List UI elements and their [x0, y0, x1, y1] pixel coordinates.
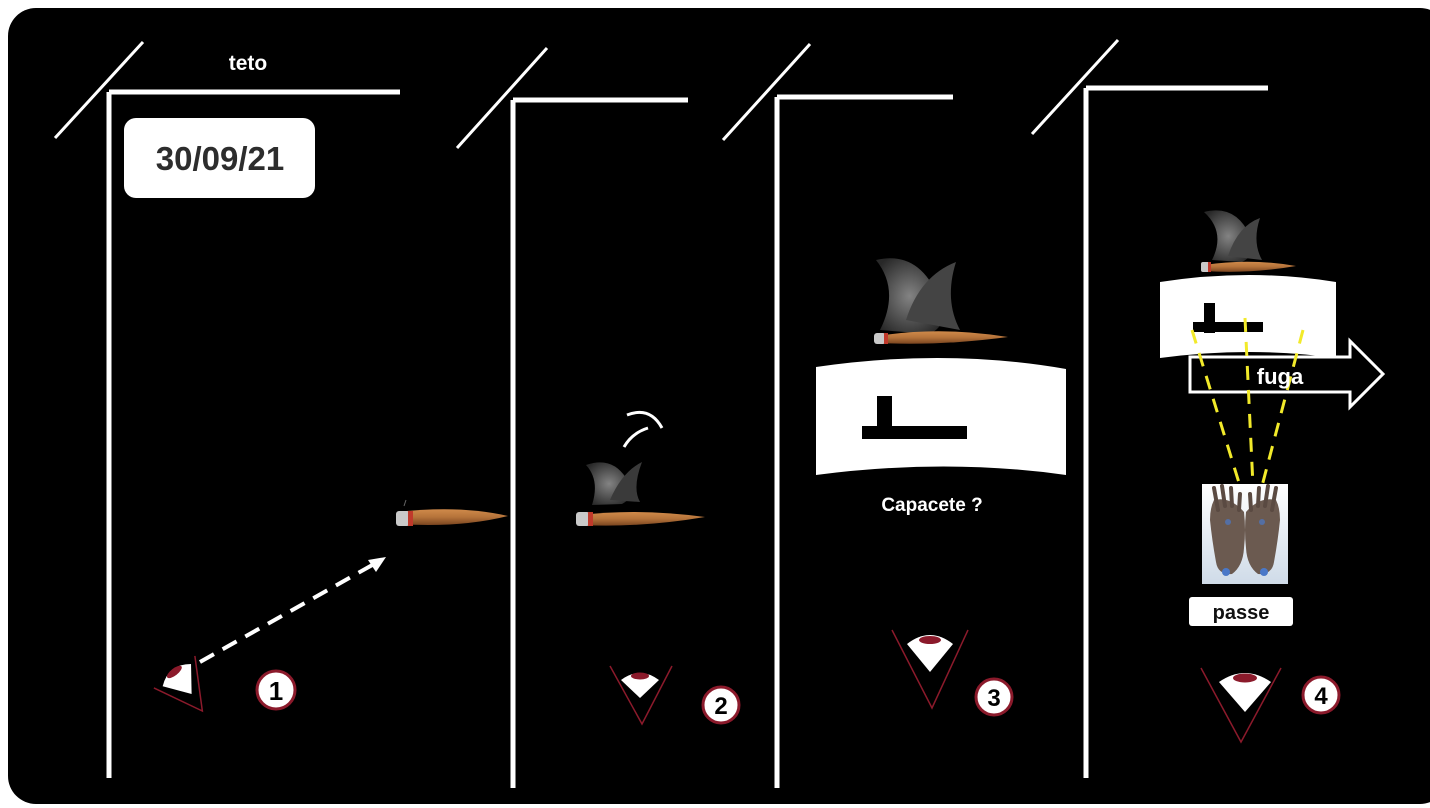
- corner-diagonal-3: [723, 44, 810, 140]
- eye-viewpoint-icon: [610, 666, 672, 724]
- date-badge: 30/09/21: [124, 118, 315, 198]
- smoking-cigar-icon: [1201, 210, 1296, 272]
- escape-label: fuga: [1257, 364, 1304, 389]
- sight-line-arrow: [200, 557, 386, 662]
- eye-viewpoint-icon: [892, 630, 968, 708]
- date-text: 30/09/21: [156, 140, 284, 177]
- smoking-cigar-icon: [396, 500, 508, 526]
- step-number: 2: [714, 693, 727, 720]
- helmet-shape-icon: [1160, 275, 1336, 358]
- pass-label: passe: [1213, 602, 1270, 624]
- step-badge-2: 2: [703, 687, 739, 723]
- smoking-cigar-icon: [874, 258, 1008, 344]
- step-number: 1: [269, 676, 283, 706]
- room-corner-4: [1032, 40, 1268, 778]
- vibration-arcs: [624, 412, 662, 447]
- step-number: 4: [1314, 683, 1328, 710]
- step-badge-4: 4: [1303, 677, 1339, 713]
- step-number: 3: [987, 685, 1000, 712]
- eye-viewpoint-icon: [1201, 668, 1281, 742]
- helmet-question-label: Capacete ?: [881, 495, 982, 516]
- eye-viewpoint-icon: [152, 653, 225, 726]
- step-badge-1: 1: [257, 671, 295, 709]
- step-badge-3: 3: [976, 679, 1012, 715]
- helmet-shape-icon: [816, 358, 1066, 475]
- healing-hands-icon: [1202, 484, 1288, 584]
- pass-label-box: passe: [1189, 597, 1293, 626]
- smoking-cigar-icon: [576, 462, 705, 526]
- ceiling-label: teto: [229, 52, 268, 75]
